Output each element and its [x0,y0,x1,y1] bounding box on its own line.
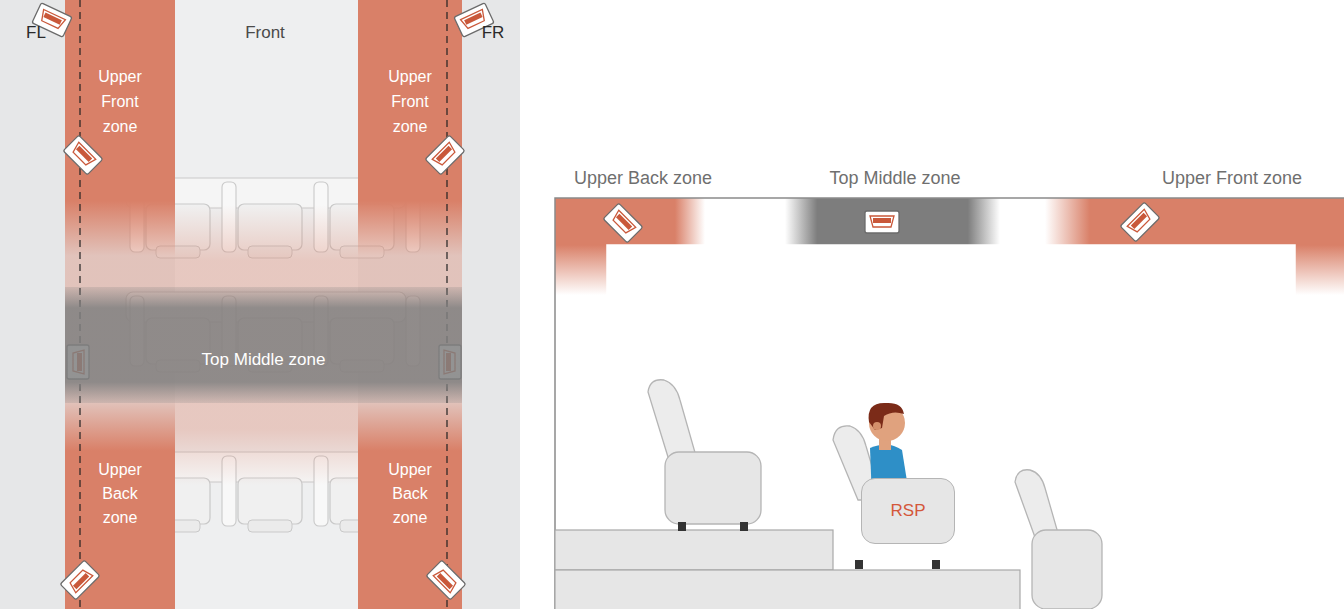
position-label: FL [16,23,56,43]
cinema-seat [932,560,940,569]
zone-label: Upper Back zone [377,458,443,530]
top-view [0,0,520,609]
position-label: FR [473,23,513,43]
cinema-seat [678,522,686,531]
zone-band [1295,245,1344,295]
zone-label: Upper Back zone [543,167,743,189]
speaker-icon [865,211,899,233]
speaker-icon [63,135,103,175]
zone-label: Top Middle zone [795,167,995,189]
zone-band [555,245,607,295]
ceiling [555,198,1344,245]
speaker-icon [425,135,465,175]
room-outline [607,245,1295,295]
cinema-seat [855,560,863,569]
listener-figure [873,422,881,430]
zone-band [555,198,705,245]
position-label: Front [225,23,305,43]
room-outline [555,198,1344,609]
listener-figure [869,403,904,430]
room-floor [0,0,520,609]
zone-band [1045,198,1344,245]
zone-band: Top Middle zone [65,287,462,403]
zone-label: Upper Front zone [87,64,153,139]
zone-name: Top Middle zone [65,350,462,370]
cinema-seat [665,452,761,524]
side-view [555,198,1344,609]
speaker-icon [426,560,466,600]
speaker-icon [603,202,1160,243]
cinema-seat [1015,470,1102,609]
speaker-icon [1120,202,1160,242]
seat-label: RSP [891,501,926,521]
cinema-seat [1032,530,1102,609]
speaker-icon [60,560,100,600]
cinema-seat [648,380,761,531]
riser-step [555,570,1020,609]
riser-step [555,530,833,570]
zone-label: Upper Front zone [377,64,443,139]
seat-row [248,520,292,532]
cinema-seat [740,522,748,531]
speaker-icon [603,203,643,243]
seat-cushion: RSP [861,478,955,544]
speaker-icon [32,3,494,600]
zone-band [785,198,1000,245]
zone-label: Upper Front zone [1132,167,1332,189]
zone-label: Upper Back zone [87,458,153,530]
